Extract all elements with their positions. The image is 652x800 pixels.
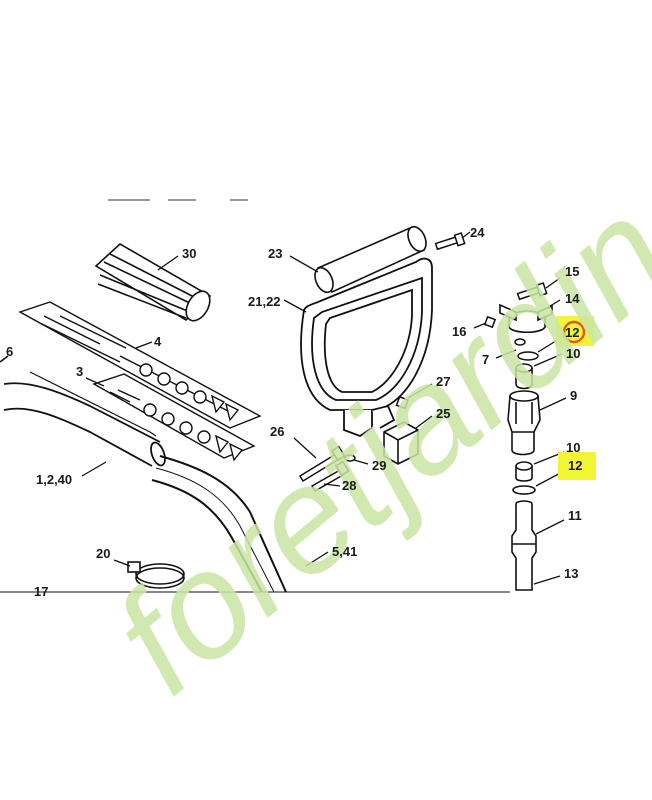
part-label-15: 15 bbox=[565, 264, 579, 279]
part-16-nut bbox=[483, 315, 497, 329]
watermark-text: foretjardin.com bbox=[83, 0, 652, 725]
leader-30 bbox=[157, 255, 179, 271]
part-5-41-tube bbox=[151, 455, 287, 593]
part-7-ring bbox=[514, 338, 539, 361]
leader-25 bbox=[415, 415, 433, 429]
part-label-9: 9 bbox=[570, 388, 577, 403]
leader-11 bbox=[535, 519, 565, 535]
part-6-fragment bbox=[0, 355, 9, 363]
highlight-circle-12 bbox=[562, 320, 586, 344]
leader-20 bbox=[113, 559, 131, 567]
part-label-23: 23 bbox=[268, 246, 282, 261]
leader-3 bbox=[85, 377, 105, 387]
leader-9 bbox=[539, 397, 567, 411]
leader-13 bbox=[533, 575, 561, 585]
part-27-clip bbox=[395, 395, 410, 410]
part-20-hose-clamp bbox=[127, 561, 185, 589]
leader-15 bbox=[545, 277, 561, 289]
part-25-block bbox=[383, 421, 419, 465]
part-label-14: 14 bbox=[565, 291, 580, 306]
part-29-washer bbox=[344, 454, 356, 462]
part-label-27: 27 bbox=[436, 374, 450, 389]
part-21-22-loop-handle bbox=[300, 257, 433, 438]
part-label-4: 4 bbox=[154, 334, 162, 349]
part-23-handle-grip bbox=[314, 225, 427, 294]
part-26-screw bbox=[298, 445, 346, 483]
part-label-16: 16 bbox=[452, 324, 466, 339]
leader-5-41 bbox=[305, 551, 329, 567]
leader-14 bbox=[546, 299, 561, 309]
part-label-17: 17 bbox=[34, 584, 48, 599]
part-label-3: 3 bbox=[76, 364, 83, 379]
leader-27 bbox=[407, 383, 433, 399]
part-4-label-sheet bbox=[18, 301, 262, 429]
part-30-grip-sleeve bbox=[94, 243, 212, 322]
part-label-25: 25 bbox=[436, 406, 450, 421]
part-label-5-41: 5,41 bbox=[332, 544, 357, 559]
part-label-30: 30 bbox=[182, 246, 196, 261]
leader-21-22 bbox=[283, 299, 307, 313]
part-label-1-2-40: 1,2,40 bbox=[36, 472, 72, 487]
part-9-housing bbox=[507, 390, 541, 456]
part-14-clamp bbox=[499, 303, 553, 334]
part-15-bolt bbox=[516, 282, 548, 301]
part-label-20: 20 bbox=[96, 546, 110, 561]
leader-7 bbox=[495, 349, 517, 359]
part-label-11: 11 bbox=[568, 508, 582, 523]
leader-1-2-40 bbox=[81, 461, 107, 477]
leader-28 bbox=[323, 483, 341, 487]
part-label-24: 24 bbox=[470, 225, 485, 240]
part-11-shaft bbox=[511, 500, 537, 591]
part-label-10-top: 10 bbox=[566, 346, 580, 361]
part-label-26: 26 bbox=[270, 424, 284, 439]
leader-10-top bbox=[533, 353, 563, 367]
leader-26 bbox=[293, 437, 317, 459]
leader-4 bbox=[135, 341, 153, 349]
part-label-6: 6 bbox=[6, 344, 13, 359]
part-label-29: 29 bbox=[372, 458, 386, 473]
part-10-bushing-top bbox=[515, 363, 533, 390]
part-label-13: 13 bbox=[564, 566, 578, 581]
part-1-2-40-tube bbox=[3, 371, 166, 467]
part-label-28: 28 bbox=[342, 478, 356, 493]
leader-29 bbox=[353, 459, 369, 465]
leader-16 bbox=[473, 322, 487, 329]
part-label-7: 7 bbox=[482, 352, 489, 367]
part-label-21-22: 21,22 bbox=[248, 294, 281, 309]
leader-24 bbox=[461, 231, 471, 239]
watermark: foretjardin.com bbox=[83, 0, 652, 725]
part-28-screw bbox=[310, 460, 350, 493]
part-3-label-sheet bbox=[92, 373, 256, 462]
highlight-box-12-lower bbox=[558, 452, 596, 480]
part-10-bushing-lower bbox=[512, 461, 536, 495]
part-label-12-highlighted: 12 bbox=[565, 325, 579, 340]
part-label-10-lower: 10 bbox=[566, 440, 580, 455]
part-24-screw bbox=[434, 232, 466, 251]
part-label-12-lower: 12 bbox=[568, 458, 582, 473]
leader-23 bbox=[289, 255, 319, 273]
